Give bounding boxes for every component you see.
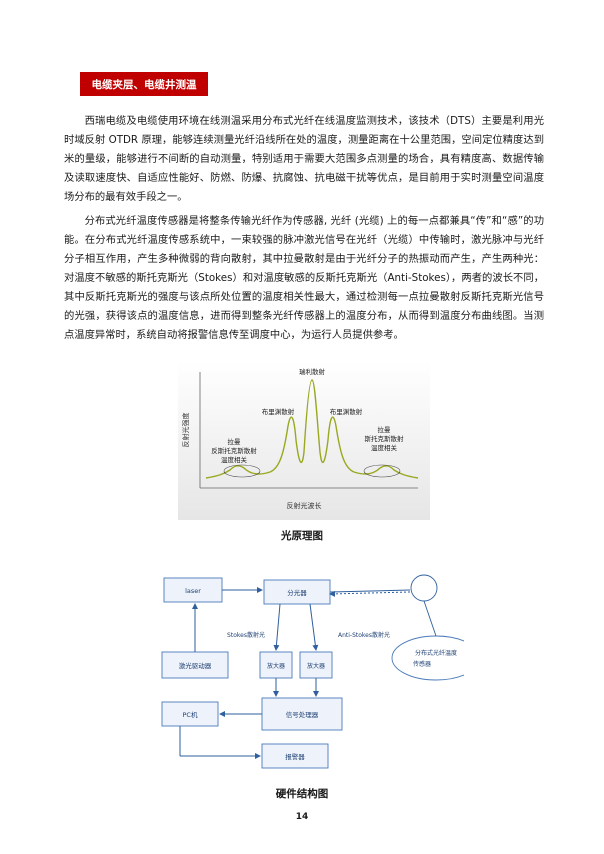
figure1-background <box>178 360 430 520</box>
y-axis-label: 反射光强度 <box>181 413 190 448</box>
laser-driver-box <box>161 651 229 679</box>
anti-stokes-label: Anti-Stokes散射光 <box>338 631 390 639</box>
pc-box <box>161 701 219 727</box>
fiber-return-dashed-line <box>329 590 411 597</box>
raman-left-line1: 拉曼 <box>228 437 242 446</box>
raman-right-line1: 拉曼 <box>378 425 392 434</box>
section-tag: 电缆夹层、电缆井测温 <box>80 72 208 96</box>
laser-label: laser <box>185 587 201 595</box>
figure1-caption: 光原理图 <box>281 530 323 542</box>
scattering-spectrum-curve <box>205 379 419 479</box>
light-principle-figure: 反射光强度 反射光波长 瑞利散射 布里渊散射 布里渊散射 拉曼 反斯托克斯散射 … <box>178 360 430 520</box>
alarm-label: 报警器 <box>285 752 305 761</box>
brillouin-left-label: 布里渊散射 <box>262 407 295 416</box>
alarm-box <box>261 743 329 769</box>
brillouin-right-label: 布里渊散射 <box>330 407 363 416</box>
laser-box <box>163 577 223 603</box>
splitter-to-amp2-arrow <box>309 603 319 651</box>
signal-processor-label: 信号处理器 <box>286 710 319 719</box>
amplifier-1-box <box>259 651 293 679</box>
paragraph-dts-intro: 西瑞电缆及电缆使用环境在线测温采用分布式光纤在线温度监测技术，该技术（DTS）主… <box>64 115 544 203</box>
splitter-to-amp1-arrow <box>273 603 281 651</box>
raman-left-line2: 反斯托克斯散射 <box>211 446 257 455</box>
figure2-caption: 硬件结构图 <box>275 788 329 800</box>
x-axis-label: 反射光波长 <box>287 501 322 510</box>
sensor-label-line1: 分布式光纤温度 <box>415 649 457 657</box>
raman-right-line2: 斯托克斯散射 <box>365 434 405 443</box>
sensor-label-line2: 传感器 <box>413 660 431 668</box>
page-number: 14 <box>295 812 309 822</box>
fiber-loop-circle <box>410 574 438 602</box>
raman-anti-stokes-ellipse <box>223 464 261 478</box>
pc-label: PC机 <box>183 710 198 719</box>
paragraph-sensor-principle: 分布式光纤温度传感器是将整条传输光纤作为传感器, 光纤 (光缆) 上的每一点都兼… <box>64 215 544 341</box>
stokes-label: Stokes散射光 <box>227 631 265 639</box>
sensor-ellipse <box>391 635 464 681</box>
rayleigh-label: 瑞利散射 <box>299 367 326 376</box>
raman-stokes-ellipse <box>363 464 401 478</box>
splitter-to-fiber-line <box>329 589 411 593</box>
laser-driver-label: 激光驱动器 <box>179 661 212 670</box>
fiber-to-sensor-line <box>423 600 437 637</box>
amplifier-2-label: 放大器 <box>307 662 325 670</box>
splitter-label: 分光器 <box>287 588 307 597</box>
raman-right-line3: 温度相关 <box>371 443 398 452</box>
amplifier-1-label: 放大器 <box>267 662 285 670</box>
raman-left-line3: 温度相关 <box>221 455 248 464</box>
hardware-structure-figure: laser 分光器 激光驱动器 放大器 放大器 PC机 信号处理器 报警器 分布… <box>161 574 464 769</box>
